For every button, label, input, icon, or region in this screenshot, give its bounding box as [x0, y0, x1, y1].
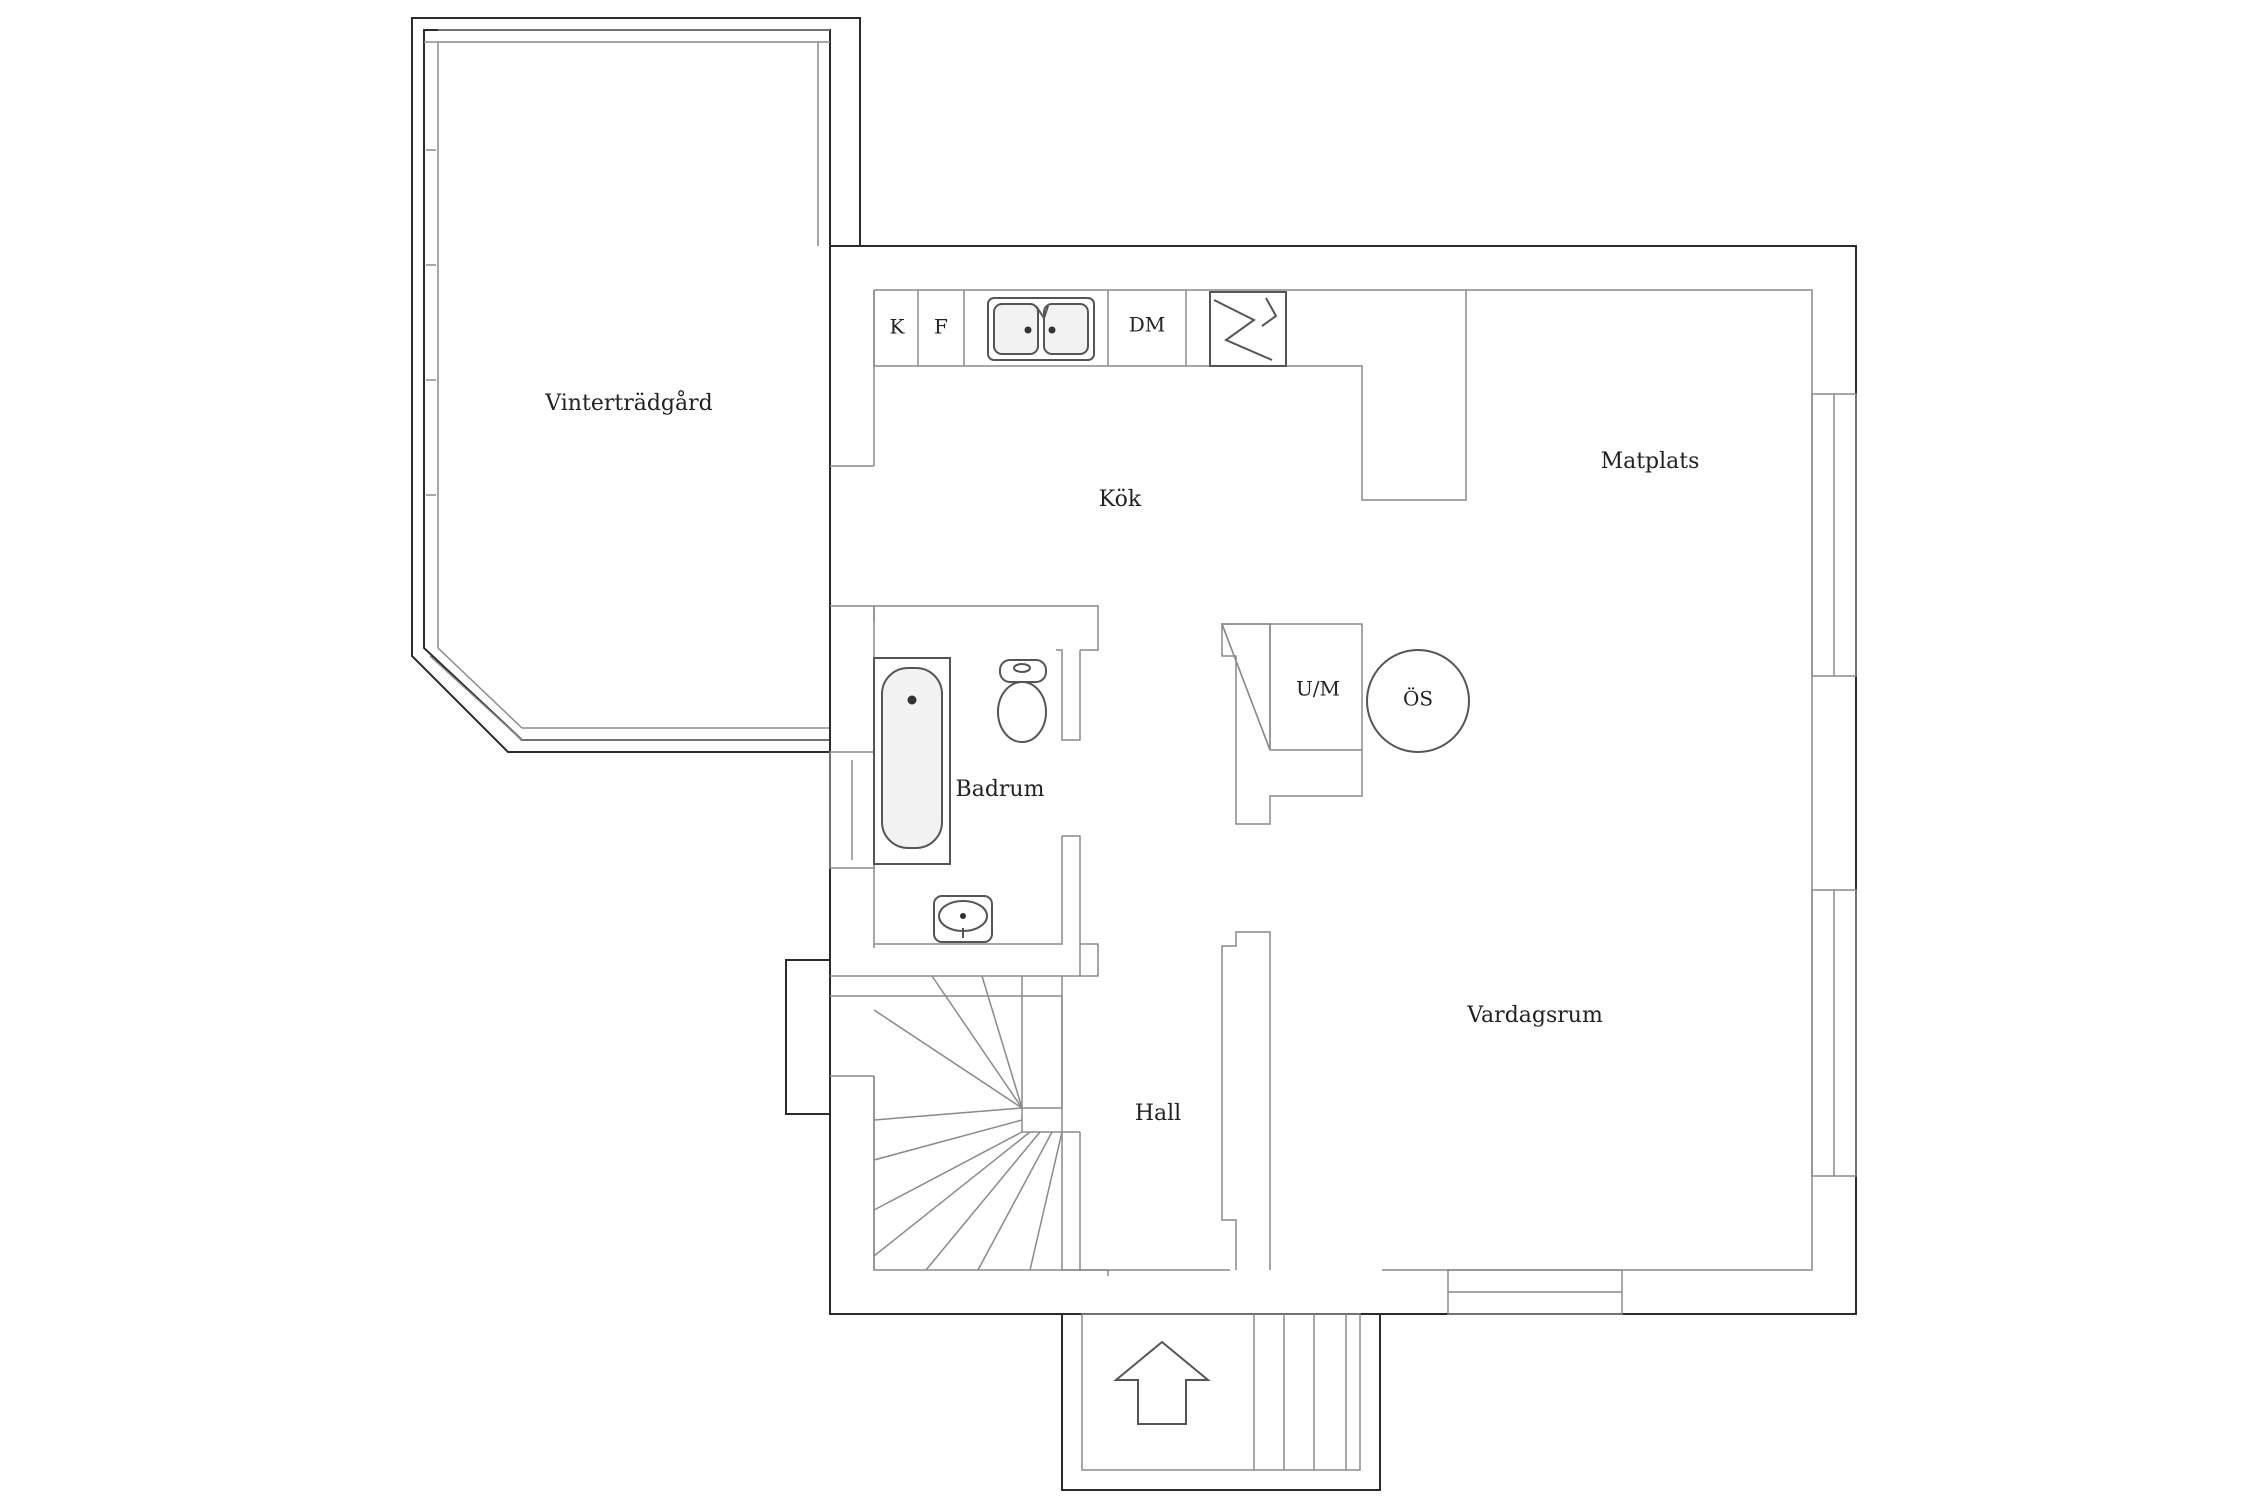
room-label-matplats: Matplats	[1601, 449, 1700, 474]
washer-label-um: U/M	[1296, 677, 1340, 701]
room-label-kok: Kök	[1099, 487, 1142, 512]
arrow-up-icon	[1113, 1340, 1211, 1425]
kitchen-sink-icon	[987, 297, 1095, 361]
stove-icon	[1209, 291, 1287, 367]
fireplace-icon	[1366, 649, 1470, 753]
entrance-steps	[1061, 1313, 1381, 1491]
dishwasher-label-dm: DM	[1129, 313, 1166, 337]
kitchen-counter	[873, 290, 1467, 501]
bathtub-icon	[873, 657, 951, 865]
winter-garden	[411, 17, 861, 753]
room-label-badrum: Badrum	[956, 777, 1045, 802]
staircase-icon	[830, 975, 1081, 1271]
utility-block	[1220, 623, 1363, 825]
fireplace-label-os: ÖS	[1403, 686, 1433, 711]
washbasin-icon	[933, 895, 993, 943]
freezer-label-f: F	[934, 315, 948, 339]
fridge-label-k: K	[890, 315, 906, 339]
hall-partition	[1061, 931, 1271, 1276]
room-label-vardagsrum: Vardagsrum	[1466, 1003, 1603, 1028]
room-label-hall: Hall	[1135, 1101, 1181, 1126]
toilet-icon	[997, 659, 1047, 743]
room-label-vintertradgard: Vinterträdgård	[544, 389, 712, 416]
